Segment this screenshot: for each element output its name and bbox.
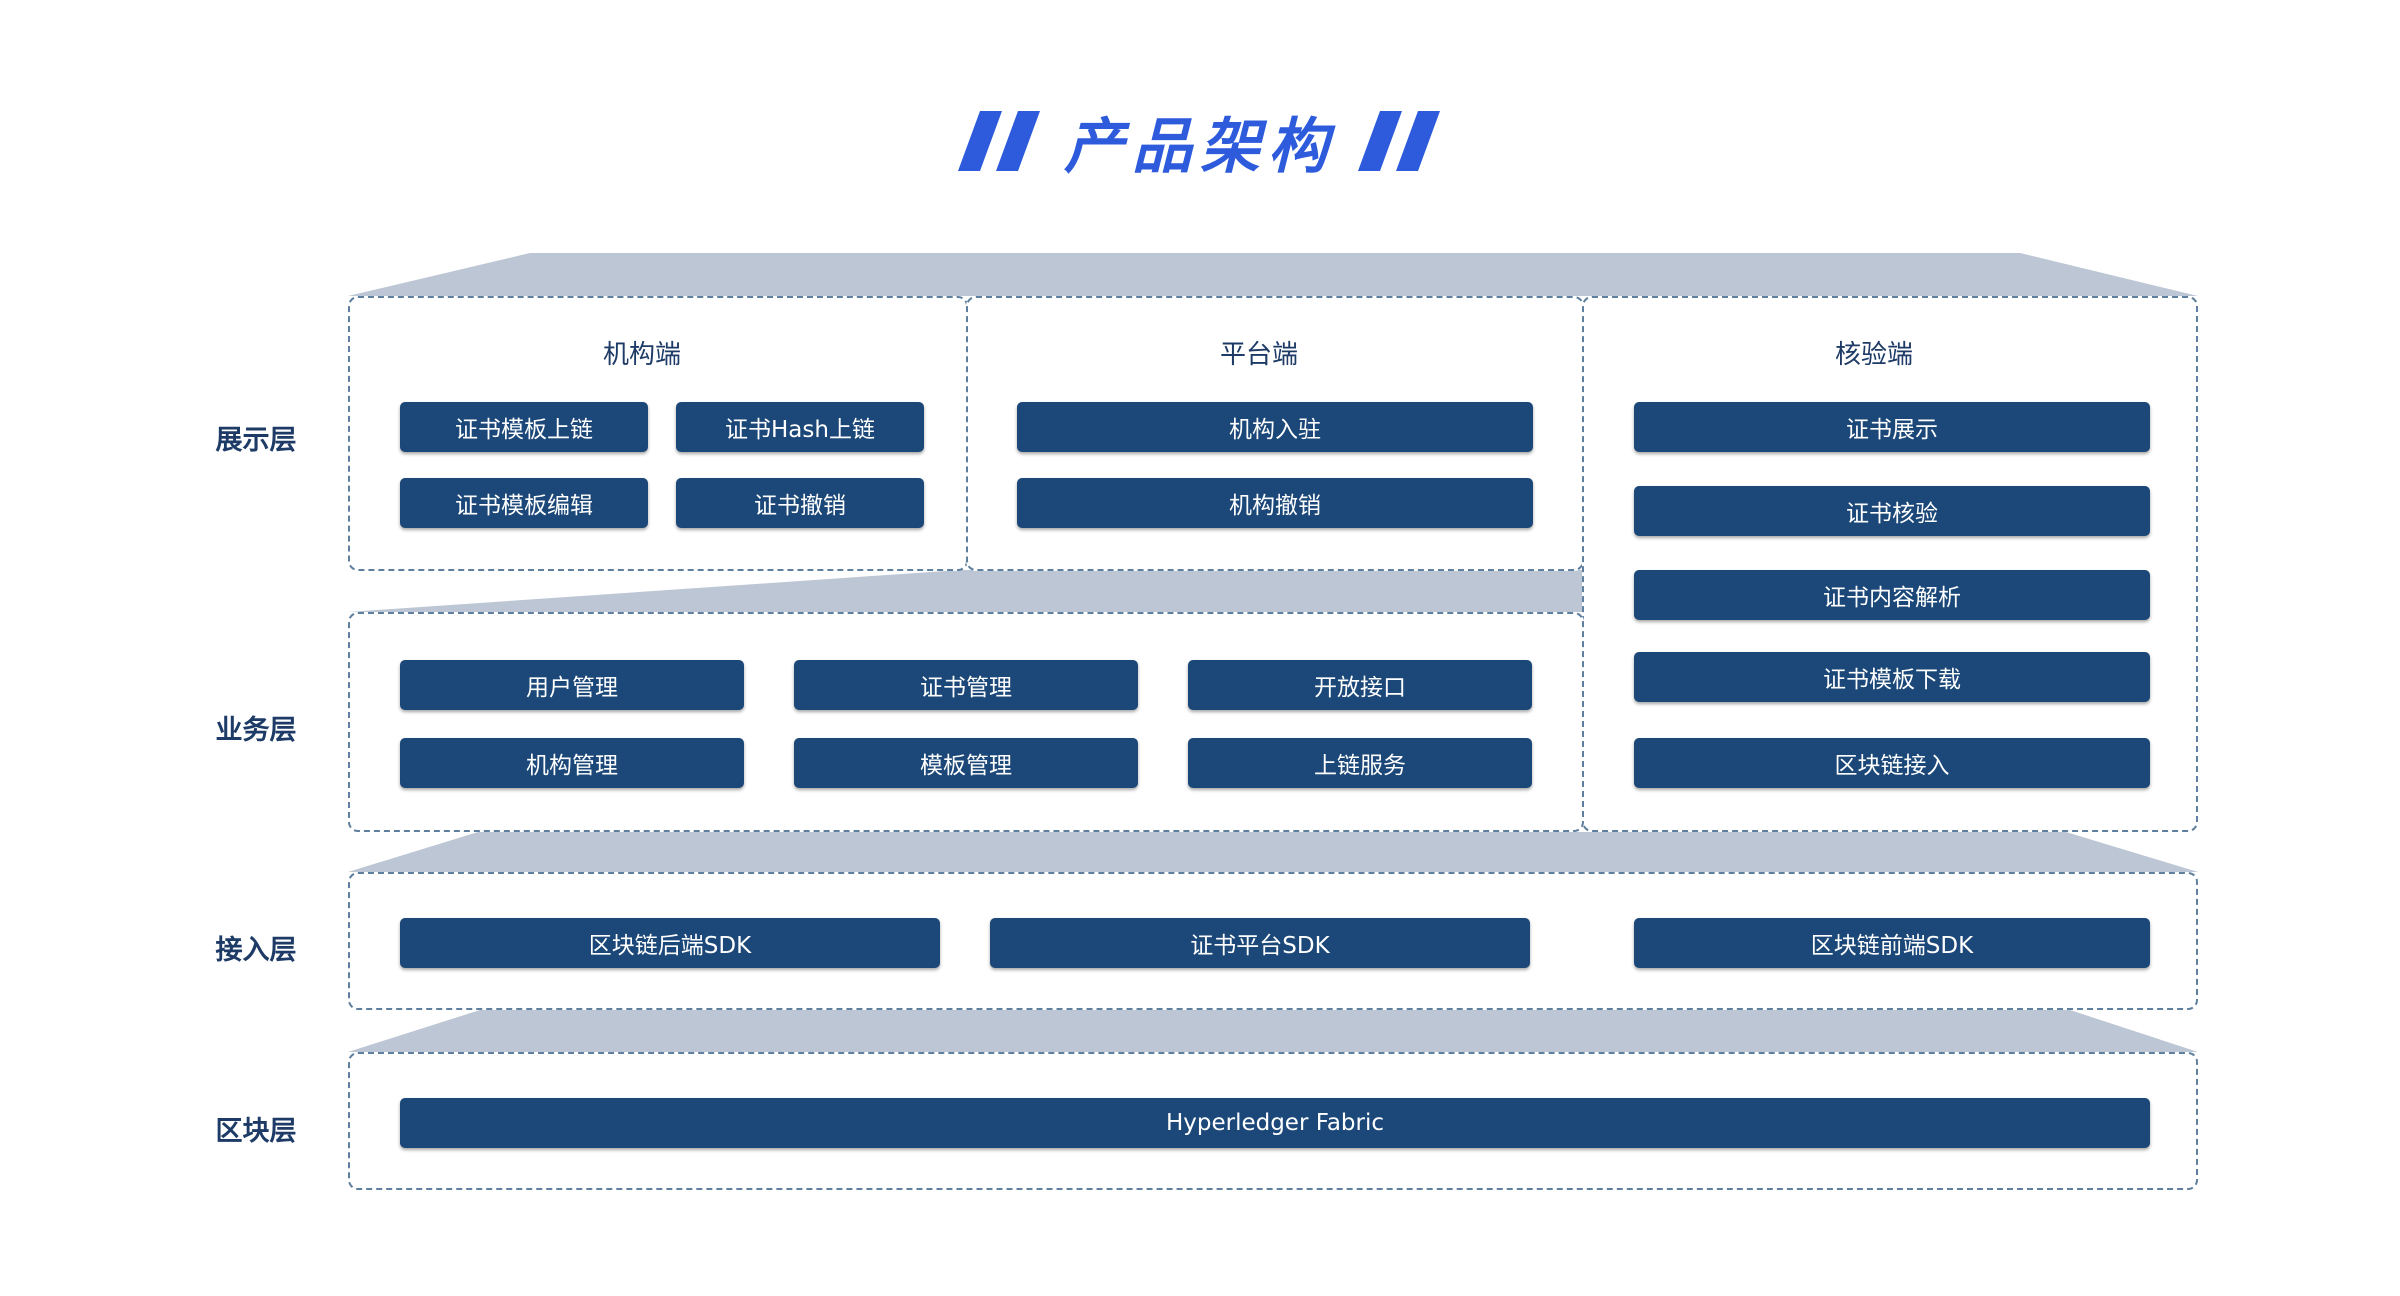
btn-cert-revoke[interactable]: 证书撤销 xyxy=(676,478,924,528)
btn-cert-template-download[interactable]: 证书模板下载 xyxy=(1634,652,2150,702)
btn-cert-hash-onchain[interactable]: 证书Hash上链 xyxy=(676,402,924,452)
layer-label-presentation: 展示层 xyxy=(215,425,297,456)
btn-org-revoke[interactable]: 机构撤销 xyxy=(1017,478,1533,528)
btn-cert-verify[interactable]: 证书核验 xyxy=(1634,486,2150,536)
btn-cert-template-onchain[interactable]: 证书模板上链 xyxy=(400,402,648,452)
btn-blockchain-access[interactable]: 区块链接入 xyxy=(1634,738,2150,788)
double-slash-left-icon xyxy=(958,111,1040,171)
connector-business-access xyxy=(348,832,2198,872)
page-title-area: 产品架构 xyxy=(0,96,2400,186)
section-title-platform: 平台端 xyxy=(1219,340,1298,370)
btn-org-onboard[interactable]: 机构入驻 xyxy=(1017,402,1533,452)
btn-blockchain-backend-sdk[interactable]: 区块链后端SDK xyxy=(400,918,940,968)
top-connector xyxy=(348,253,2198,296)
btn-cert-content-parse[interactable]: 证书内容解析 xyxy=(1634,570,2150,620)
btn-org-management[interactable]: 机构管理 xyxy=(400,738,744,788)
btn-blockchain-frontend-sdk[interactable]: 区块链前端SDK xyxy=(1634,918,2150,968)
btn-hyperledger-fabric[interactable]: Hyperledger Fabric xyxy=(400,1098,2150,1148)
panel-business xyxy=(348,612,1584,832)
layer-label-blockchain: 区块层 xyxy=(215,1116,297,1147)
btn-onchain-service[interactable]: 上链服务 xyxy=(1188,738,1532,788)
layer-label-access: 接入层 xyxy=(215,935,297,966)
section-title-org: 机构端 xyxy=(602,340,681,370)
btn-cert-management[interactable]: 证书管理 xyxy=(794,660,1138,710)
btn-template-management[interactable]: 模板管理 xyxy=(794,738,1138,788)
btn-cert-template-edit[interactable]: 证书模板编辑 xyxy=(400,478,648,528)
btn-cert-display[interactable]: 证书展示 xyxy=(1634,402,2150,452)
connector-access-blockchain xyxy=(348,1010,2198,1052)
page-title: 产品架构 xyxy=(1064,111,1336,182)
double-slash-right-icon xyxy=(1358,111,1440,171)
connector-presentation-business xyxy=(348,570,1582,612)
btn-user-management[interactable]: 用户管理 xyxy=(400,660,744,710)
layer-label-business: 业务层 xyxy=(215,715,297,746)
section-title-verify: 核验端 xyxy=(1834,340,1913,370)
btn-cert-platform-sdk[interactable]: 证书平台SDK xyxy=(990,918,1530,968)
btn-open-api[interactable]: 开放接口 xyxy=(1188,660,1532,710)
